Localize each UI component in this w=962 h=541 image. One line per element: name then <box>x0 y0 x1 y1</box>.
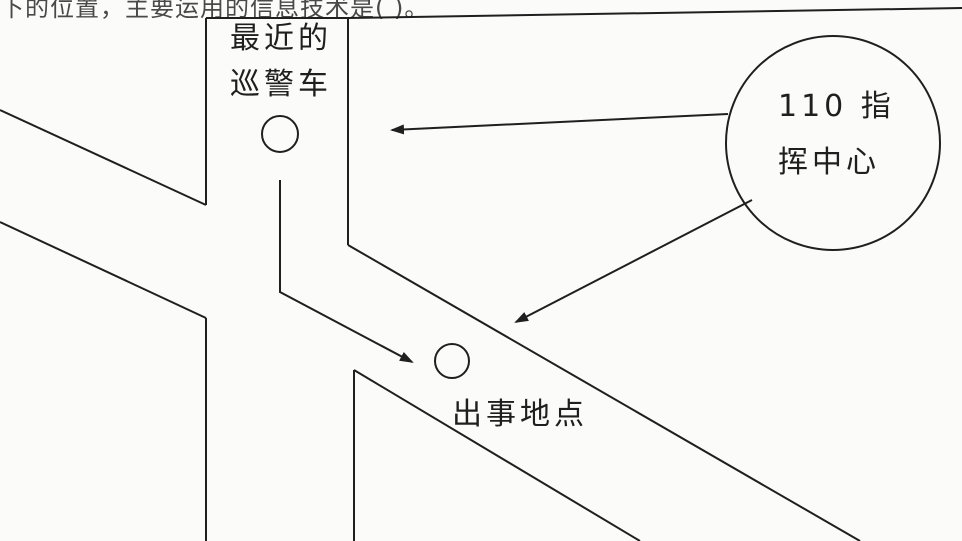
signal-arrow-to-incident <box>514 199 753 323</box>
top-caption: 下的位置，主要运用的信息技术是( )。 <box>0 0 430 22</box>
command-center-label-line2: 挥中心 <box>778 145 880 180</box>
incident-marker <box>434 343 470 379</box>
patrol-route <box>279 180 414 363</box>
road-edge <box>0 221 207 319</box>
road-edge <box>347 7 962 19</box>
incident-label: 出事地点 <box>452 397 588 432</box>
road-edge <box>0 109 207 206</box>
command-center-circle <box>725 35 941 251</box>
road-edge <box>347 244 861 541</box>
command-center-label-line1: 110 指 <box>778 89 895 124</box>
signal-arrow-to-car <box>390 113 729 135</box>
road-edge <box>353 369 641 541</box>
patrol-car-label-line2: 巡警车 <box>230 67 332 102</box>
patrol-car-marker <box>261 115 299 153</box>
patrol-car-label-line1: 最近的 <box>230 21 332 56</box>
